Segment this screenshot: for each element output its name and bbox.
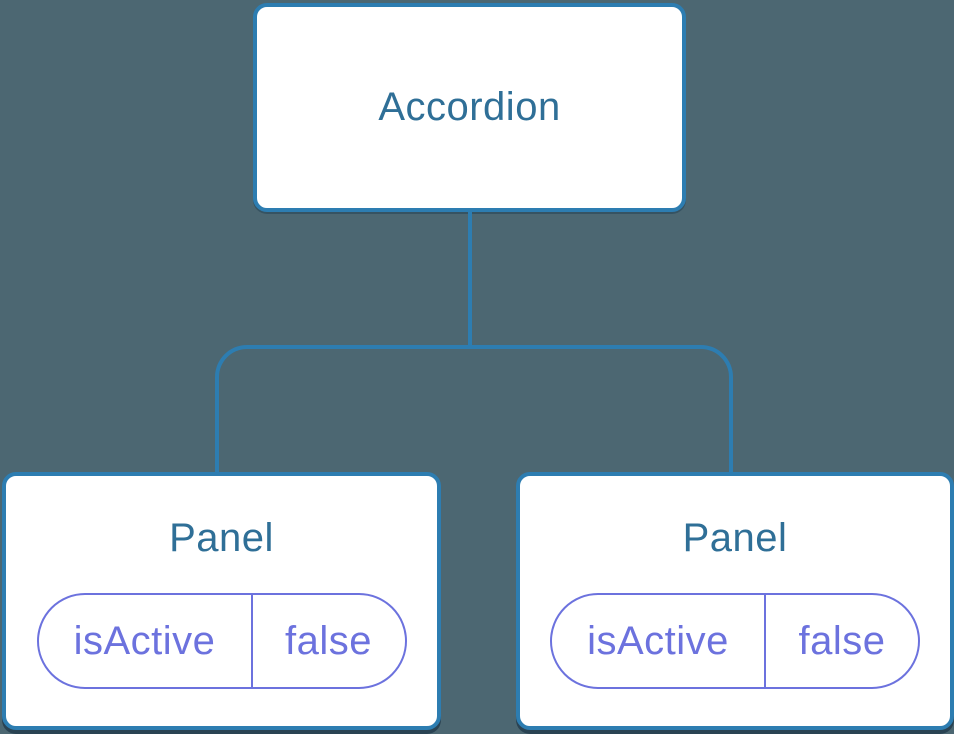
prop-value-right: false (798, 618, 886, 663)
prop-name-right: isActive (552, 595, 766, 687)
prop-value-left: false (285, 618, 372, 663)
node-panel-right: Panel isActive false (516, 472, 954, 730)
prop-pill-isactive-left: isActive false (36, 593, 407, 689)
node-panel-left-label: Panel (169, 516, 274, 560)
node-panel-left: Panel isActive false (2, 472, 441, 730)
node-panel-right-label: Panel (682, 516, 788, 560)
node-accordion-label: Accordion (378, 85, 561, 129)
node-accordion: Accordion (253, 3, 686, 212)
prop-pill-isactive-right: isActive false (550, 593, 920, 689)
connector-bracket (215, 345, 733, 472)
prop-name-left: isActive (39, 595, 253, 687)
connector-stem (468, 212, 472, 347)
